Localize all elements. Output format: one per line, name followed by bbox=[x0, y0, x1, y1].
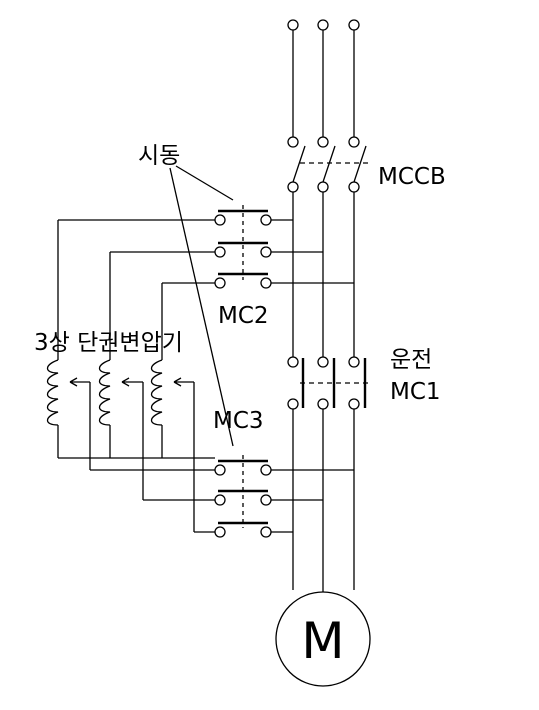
mc3-contacts bbox=[90, 455, 354, 538]
mc2-label: MC2 bbox=[218, 303, 269, 329]
main-bus bbox=[292, 192, 355, 357]
transformer-label: 3상 단권변압기 bbox=[34, 330, 183, 356]
motor-label: M bbox=[301, 612, 344, 670]
motor-feeders bbox=[292, 409, 355, 592]
start-leader-mc2 bbox=[175, 165, 234, 201]
mc2-to-transformer bbox=[57, 219, 215, 360]
mc1-contacts bbox=[287, 356, 370, 410]
autotransformer-coils bbox=[46, 359, 215, 532]
mccb-label: MCCB bbox=[378, 164, 446, 190]
mc2-contacts bbox=[214, 205, 354, 289]
mc3-label: MC3 bbox=[213, 408, 264, 434]
start-label: 시동 bbox=[138, 143, 180, 169]
mccb-breaker bbox=[287, 136, 372, 193]
motor bbox=[275, 591, 371, 687]
mc1-label: MC1 bbox=[390, 379, 441, 405]
start-leader-mc3 bbox=[169, 167, 234, 447]
supply-terminals bbox=[287, 19, 360, 137]
run-label: 운전 bbox=[390, 347, 432, 373]
